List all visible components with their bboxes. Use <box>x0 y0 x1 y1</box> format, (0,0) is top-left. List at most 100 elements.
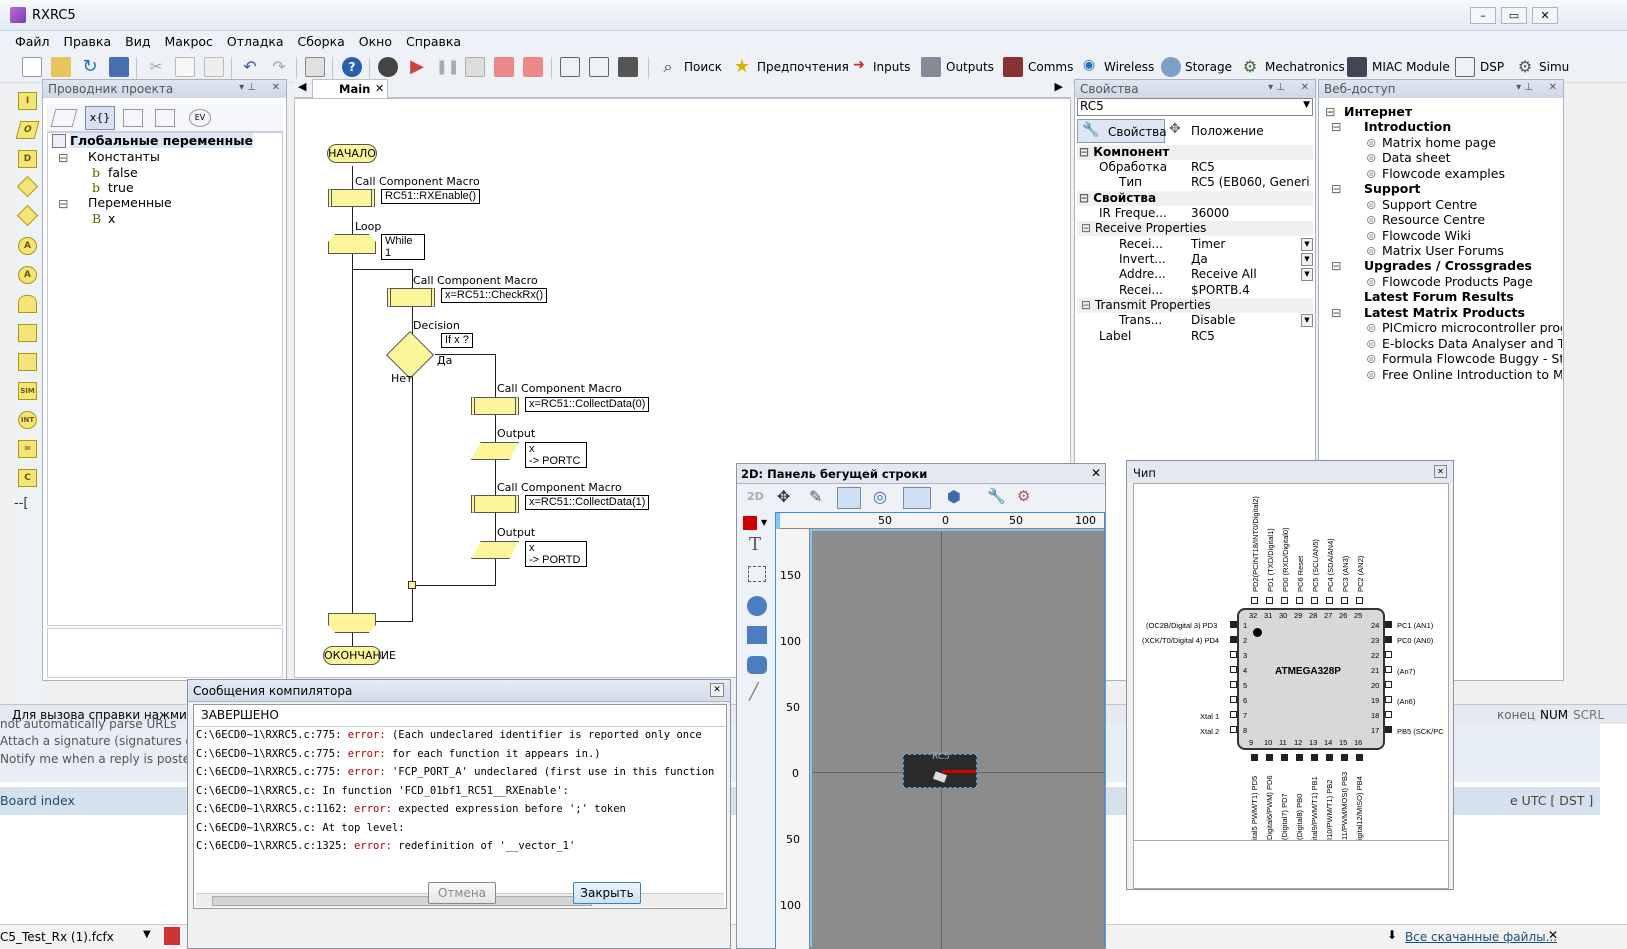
prop-row-ir-frequency[interactable]: IR Freque...36000 <box>1077 206 1313 221</box>
chip-pin[interactable] <box>1341 754 1348 761</box>
tab-properties[interactable]: 🔧 Свойства <box>1077 119 1167 143</box>
flow-loop-block[interactable] <box>328 234 376 254</box>
web-link-products-page[interactable]: Flowcode Products Page <box>1382 274 1533 289</box>
mechatronics-button[interactable]: Mechatronics <box>1265 60 1345 74</box>
loop-command-icon[interactable] <box>18 295 37 313</box>
color-picker-icon[interactable] <box>743 516 757 530</box>
outputs-button[interactable]: Outputs <box>946 60 994 74</box>
camera-icon[interactable] <box>903 487 931 509</box>
play-icon[interactable]: ▶ <box>410 56 424 77</box>
tree-variables[interactable]: Переменные <box>88 195 172 210</box>
component-select[interactable]: RC5 ▼ <box>1077 98 1313 116</box>
paste-icon[interactable] <box>204 57 224 77</box>
tab-close-icon[interactable]: ✕ <box>375 82 385 95</box>
chip-pin[interactable] <box>1356 754 1363 761</box>
chip-pin[interactable] <box>1230 726 1237 733</box>
line-tool-icon[interactable]: ╱ <box>749 682 759 701</box>
chip-pin[interactable] <box>1385 726 1392 733</box>
chip-pin[interactable] <box>1385 651 1392 658</box>
output-command-icon[interactable]: O <box>15 121 40 139</box>
prop-row-receive-pin[interactable]: Recei...$PORTB.4 <box>1077 283 1313 298</box>
chip-pin[interactable] <box>1311 754 1318 761</box>
tree-expander-icon[interactable]: ⊟ <box>1331 305 1342 320</box>
cut-icon[interactable]: ✂ <box>149 57 163 76</box>
menu-view[interactable]: Вид <box>125 34 151 49</box>
step-into-icon[interactable] <box>494 57 514 77</box>
inputs-button[interactable]: Inputs <box>873 60 911 74</box>
chip-pin[interactable] <box>1251 754 1258 761</box>
tab-position[interactable]: ✥ Положение <box>1167 119 1267 143</box>
tab-main[interactable]: Main ✕ <box>312 79 388 98</box>
pencil-icon[interactable]: ✎ <box>809 487 823 506</box>
flow-loop-end-block[interactable] <box>328 613 376 633</box>
web-link-product-4[interactable]: Free Online Introduction to Micro <box>1382 367 1562 382</box>
chip-pin[interactable] <box>1230 666 1237 673</box>
close-window-button[interactable]: ✕ <box>1532 7 1558 24</box>
web-latest-products[interactable]: Latest Matrix Products <box>1364 305 1525 320</box>
tree-var-x[interactable]: x <box>108 211 116 226</box>
flow-ccm1-block[interactable] <box>328 189 375 207</box>
rectangle-tool-icon[interactable] <box>747 626 767 644</box>
chip-pin[interactable] <box>1385 696 1392 703</box>
pin-icon[interactable]: ▾ ⊥ <box>1516 82 1533 93</box>
simulation-icon[interactable]: ⚙ <box>1517 57 1533 76</box>
chip-pin[interactable] <box>1326 754 1333 761</box>
open-folder-icon[interactable] <box>51 57 71 77</box>
close-icon[interactable]: ✕ <box>1300 82 1309 93</box>
web-introduction[interactable]: Introduction <box>1364 119 1452 134</box>
explorer-tab-variables-icon[interactable]: x{} <box>85 106 115 130</box>
menu-debug[interactable]: Отладка <box>226 34 284 49</box>
tree-const-true[interactable]: true <box>108 180 134 195</box>
tree-expander-icon[interactable]: ⊟ <box>58 196 69 211</box>
wrench-icon[interactable]: 🔧 <box>987 487 1006 505</box>
chip-pin[interactable] <box>1341 597 1348 604</box>
tab-scroll-right-icon[interactable]: ▶ <box>1054 80 1063 93</box>
prop-row-invert[interactable]: Invert...Да▼ <box>1077 252 1313 267</box>
connection-b-icon[interactable]: A <box>18 266 37 284</box>
board-index-link[interactable]: Board index <box>0 793 75 808</box>
refresh-icon[interactable]: ↻ <box>82 56 98 77</box>
web-link-product-3[interactable]: Formula Flowcode Buggy - Start R <box>1382 351 1562 366</box>
all-downloads-link[interactable]: Все скачанные файлы... <box>1405 930 1558 944</box>
flow-ccm4-block[interactable] <box>471 495 519 513</box>
pause-icon[interactable]: ❚❚ <box>436 59 460 75</box>
chip-pin[interactable] <box>1385 681 1392 688</box>
chip-pin[interactable] <box>1230 636 1237 643</box>
chip-pin[interactable] <box>1326 597 1333 604</box>
chip-pin[interactable] <box>1251 597 1258 604</box>
delay-command-icon[interactable]: D <box>18 150 37 168</box>
web-upgrades[interactable]: Upgrades / Crossgrades <box>1364 258 1532 273</box>
flow-out1-block[interactable] <box>471 442 519 460</box>
cube-icon[interactable]: ⬢ <box>947 487 961 506</box>
explorer-tab-flowchart-icon[interactable] <box>50 109 78 127</box>
web-link-examples[interactable]: Flowcode examples <box>1382 166 1505 181</box>
chevron-down-icon[interactable]: ▼ <box>1301 314 1313 327</box>
dsp-button[interactable]: DSP <box>1480 60 1505 74</box>
rc5-component[interactable]: RC5 <box>903 752 977 788</box>
chip-pin[interactable] <box>1230 681 1237 688</box>
web-link-forums[interactable]: Matrix User Forums <box>1382 243 1504 258</box>
chip-icon[interactable] <box>618 57 638 77</box>
miac-icon[interactable] <box>1347 57 1367 77</box>
tree-expander-icon[interactable]: ⊟ <box>58 150 69 165</box>
prop-row-transmit[interactable]: Trans...Disable▼ <box>1077 313 1313 328</box>
chip-pin[interactable] <box>1385 666 1392 673</box>
web-link-home[interactable]: Matrix home page <box>1382 135 1496 150</box>
chevron-down-icon[interactable]: ▼ <box>1301 238 1313 251</box>
chevron-down-icon[interactable]: ▼ <box>1301 253 1313 266</box>
pan-icon[interactable]: ✥ <box>777 487 791 506</box>
input-command-icon[interactable]: I <box>18 92 37 110</box>
save-icon[interactable] <box>109 57 129 77</box>
explorer-tab-events-icon[interactable]: EV <box>189 109 211 127</box>
comment-command-icon[interactable]: --[ <box>14 496 29 511</box>
web-link-wiki[interactable]: Flowcode Wiki <box>1382 228 1471 243</box>
chip-pin[interactable] <box>1281 597 1288 604</box>
download-icon[interactable] <box>589 57 609 77</box>
copy-icon[interactable] <box>175 57 195 77</box>
web-support[interactable]: Support <box>1364 181 1421 196</box>
panel-2d-surface[interactable]: RC5 <box>812 531 1104 949</box>
close-icon[interactable]: ✕ <box>1434 465 1447 478</box>
switch-command-icon[interactable] <box>16 204 39 227</box>
